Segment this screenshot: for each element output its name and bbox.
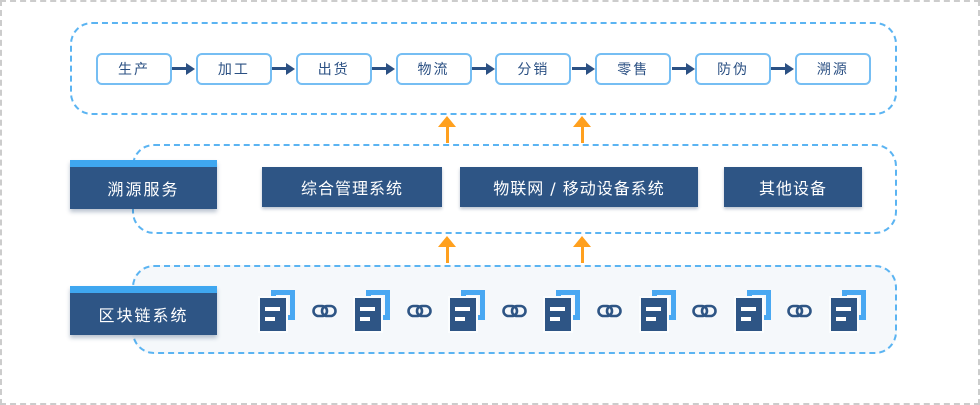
flow-step-logistics: 物流: [395, 52, 472, 85]
up-arrow-icon: [438, 116, 456, 143]
block-front-shape: [638, 295, 669, 333]
up-arrow-icon: [438, 236, 456, 263]
block-front-shape: [733, 295, 764, 333]
right-arrow-icon: [272, 62, 296, 75]
system-box-iot-mobile: 物联网 / 移动设备系统: [460, 167, 698, 207]
up-arrow-icon: [573, 236, 591, 263]
chain-link-icon: [787, 303, 813, 319]
right-arrow-icon: [771, 62, 795, 75]
process-flow-container: 生产 加工 出货 物流 分销 零售 防伪 溯源: [70, 22, 897, 115]
chain-link-icon: [406, 303, 432, 319]
block-front-shape: [353, 295, 384, 333]
flow-step-production: 生产: [96, 52, 172, 85]
chain-link-icon: [692, 303, 718, 319]
block-front-shape: [448, 295, 479, 333]
chain-link-icon: [597, 303, 622, 319]
block-icon: [638, 289, 676, 333]
service-layer-label: 溯源服务: [70, 160, 217, 209]
chain-link-icon: [502, 303, 527, 319]
blockchain-layer-label: 区块链系统: [70, 286, 217, 335]
right-arrow-icon: [471, 62, 495, 75]
block-front-shape: [543, 295, 574, 333]
block-front-shape: [258, 295, 288, 333]
right-arrow-icon: [172, 62, 196, 75]
flow-step-distribution: 分销: [495, 52, 572, 85]
system-box-other-devices: 其他设备: [724, 167, 862, 207]
process-flow-row: 生产 加工 出货 物流 分销 零售 防伪 溯源: [72, 24, 895, 113]
flow-step-trace: 溯源: [794, 52, 871, 85]
chain-link-icon: [311, 303, 337, 319]
up-arrow-icon: [573, 116, 591, 143]
blockchain-icon-row: [258, 289, 866, 333]
block-icon: [733, 289, 771, 333]
right-arrow-icon: [671, 62, 695, 75]
block-icon: [258, 289, 295, 333]
flow-step-retail: 零售: [595, 52, 672, 85]
block-icon: [828, 289, 866, 333]
flow-step-processing: 加工: [195, 52, 272, 85]
flow-step-anticounterfeit: 防伪: [695, 52, 772, 85]
right-arrow-icon: [571, 62, 595, 75]
block-icon: [448, 289, 486, 333]
system-box-management: 综合管理系统: [262, 167, 442, 207]
block-front-shape: [828, 295, 859, 333]
flow-step-shipment: 出货: [295, 52, 372, 85]
block-icon: [543, 289, 581, 333]
block-icon: [353, 289, 391, 333]
right-arrow-icon: [372, 62, 396, 75]
